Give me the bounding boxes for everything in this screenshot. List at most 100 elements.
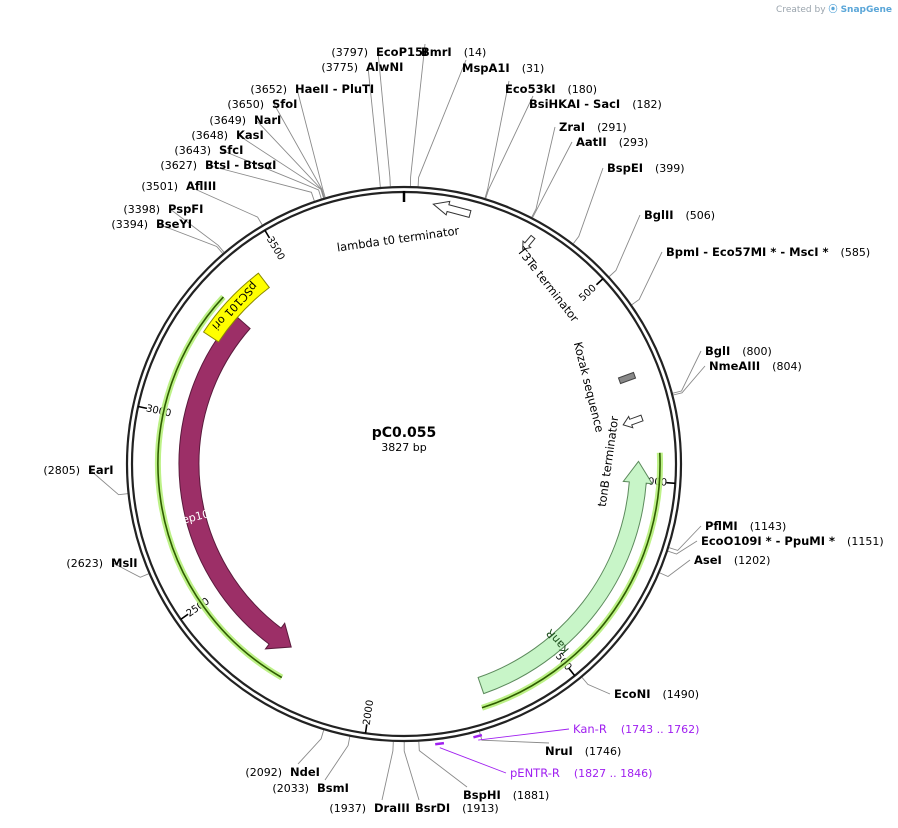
scale-tick-1500 <box>568 668 576 677</box>
restriction-sites: EcoP15I(3797)AlwNI(3775)HaeII - PluTI(36… <box>43 43 884 815</box>
backbone-outer-strand <box>125 185 683 743</box>
primer-range-pENTRR: (1827 .. 1846) <box>574 767 653 780</box>
site-leader-AflIII <box>187 185 263 226</box>
site-name-BseYI: BseYI <box>156 217 192 231</box>
credit-brand: SnapGene <box>840 5 892 15</box>
site-EcoO109I: EcoO109I * - PpuMI *(1151) <box>667 534 884 555</box>
site-BtsI: BtsI - BtsαI(3627) <box>160 158 315 202</box>
site-pos-NmeAIII: (804) <box>772 360 802 373</box>
site-leader-BspHI <box>418 741 468 788</box>
site-pos-PflMI: (1143) <box>750 520 787 533</box>
site-leader-NmeAIII <box>673 365 706 396</box>
site-name-ZraI: ZraI <box>559 120 585 134</box>
site-AlwNI: AlwNI(3775) <box>321 60 403 188</box>
site-pos-MspA1I: (31) <box>522 62 545 75</box>
site-PspFI: PspFI(3398) <box>123 202 225 253</box>
site-AseI: AseI(1202) <box>659 553 770 578</box>
site-pos-EcoP15I: (3797) <box>331 46 368 59</box>
site-leader-BsmI <box>324 736 351 781</box>
primer-mark-KanR <box>473 733 483 739</box>
site-BmrI: BmrI(14) <box>409 43 486 187</box>
site-NdeI: NdeI(2092) <box>245 729 325 779</box>
site-name-BtsI: BtsI - BtsαI <box>205 158 276 172</box>
feature-label-T3Te-terminator: T3Te terminator <box>514 243 582 325</box>
site-pos-BseYI: (3394) <box>111 218 148 231</box>
site-name-BmrI: BmrI <box>421 45 452 59</box>
site-leader-EcoNI <box>581 677 611 695</box>
site-leader-SfcI <box>220 149 322 199</box>
site-leader-PflMI <box>668 525 702 551</box>
primer-KanR: Kan-R(1743 .. 1762) <box>473 722 699 741</box>
site-leader-PspFI <box>169 208 225 253</box>
site-EcoNI: EcoNI (1490) <box>581 677 699 701</box>
site-SfoI: SfoI (3650) <box>227 97 325 198</box>
site-name-NarI: NarI <box>254 113 281 127</box>
site-name-NmeAIII: NmeAIII <box>709 359 760 373</box>
site-leader-EarI <box>89 469 128 496</box>
site-EarI: EarI (2805) <box>43 463 128 496</box>
site-BglI: BglI(800) <box>672 344 772 394</box>
site-name-BspEI: BspEI <box>607 161 643 175</box>
site-pos-HaeII: (3652) <box>250 83 287 96</box>
site-leader-HaeII <box>296 88 326 198</box>
feature-label-Kozak-sequence: Kozak sequence <box>571 340 607 433</box>
feature-arrow-KanR <box>477 460 654 695</box>
site-pos-EcoNI: (1490) <box>662 688 699 701</box>
site-leader-NruI <box>479 731 550 744</box>
site-leader-BtsI <box>206 164 315 202</box>
scale-tick-2500 <box>180 613 189 621</box>
feature-label-lambda-t0-terminator: lambda t0 terminator <box>336 223 460 254</box>
site-pos-NarI: (3649) <box>209 114 246 127</box>
site-name-BpmI: BpmI - Eco57MI * - MscI * <box>666 245 829 259</box>
site-Eco53kI: Eco53kI(180) <box>484 80 597 199</box>
site-name-EarI: EarI <box>88 463 114 477</box>
feature-lane-line-Rep101 <box>157 296 283 679</box>
site-AatII: AatII(293) <box>532 135 649 218</box>
site-BglII: BglII(506) <box>608 208 715 277</box>
site-leader-EcoO109I <box>667 540 698 555</box>
plasmid-name: pC0.055 <box>372 425 437 441</box>
primer-name-pENTRR: pENTR-R <box>510 766 560 780</box>
site-DraIII: DraIII(1937) <box>329 741 410 815</box>
site-name-MspA1I: MspA1I <box>462 61 510 75</box>
scale-tick-3000 <box>137 405 148 410</box>
site-leader-ZraI <box>531 126 556 218</box>
site-name-AflIII: AflIII <box>186 179 216 193</box>
site-name-HaeII: HaeII - PluTI <box>295 82 374 96</box>
scale-label-500: 500 <box>577 283 598 304</box>
site-pos-AlwNI: (3775) <box>321 61 358 74</box>
site-name-SfcI: SfcI <box>219 143 243 157</box>
site-leader-BsiHKAI <box>485 95 534 199</box>
site-BpmI: BpmI - Eco57MI * - MscI *(585) <box>631 245 870 306</box>
site-name-NruI: NruI <box>545 744 573 758</box>
site-pos-EarI: (2805) <box>43 464 80 477</box>
site-leader-BspEI <box>573 167 604 244</box>
site-pos-SfcI: (3643) <box>174 144 211 157</box>
site-pos-NruI: (1746) <box>585 745 622 758</box>
site-pos-BspHI: (1881) <box>513 789 550 802</box>
site-pos-BsrDI: (1913) <box>462 802 499 815</box>
site-pos-NdeI: (2092) <box>245 766 282 779</box>
site-pos-SfoI: (3650) <box>227 98 264 111</box>
site-leader-MspA1I <box>417 59 467 187</box>
site-name-BspHI: BspHI <box>463 788 501 802</box>
site-pos-AatII: (293) <box>619 136 649 149</box>
primer-name-KanR: Kan-R <box>573 722 607 736</box>
map-center: pC0.055 3827 bp <box>372 425 437 454</box>
site-name-PflMI: PflMI <box>705 519 738 533</box>
site-name-SfoI: SfoI <box>272 97 297 111</box>
site-name-PspFI: PspFI <box>168 202 203 216</box>
site-PflMI: PflMI (1143) <box>668 519 787 551</box>
site-name-EcoNI: EcoNI <box>614 687 650 701</box>
site-pos-DraIII: (1937) <box>329 802 366 815</box>
site-BspEI: BspEI (399) <box>573 161 685 244</box>
terminator-arrow-T3Te <box>522 234 536 250</box>
site-BspHI: BspHI (1881) <box>418 741 550 802</box>
site-leader-SfoI <box>273 103 325 198</box>
snapgene-logo: ⦿ SnapGene <box>828 5 892 15</box>
site-pos-KasI: (3648) <box>191 129 228 142</box>
site-KasI: KasI(3648) <box>191 128 324 199</box>
site-pos-BspEI: (399) <box>655 162 685 175</box>
